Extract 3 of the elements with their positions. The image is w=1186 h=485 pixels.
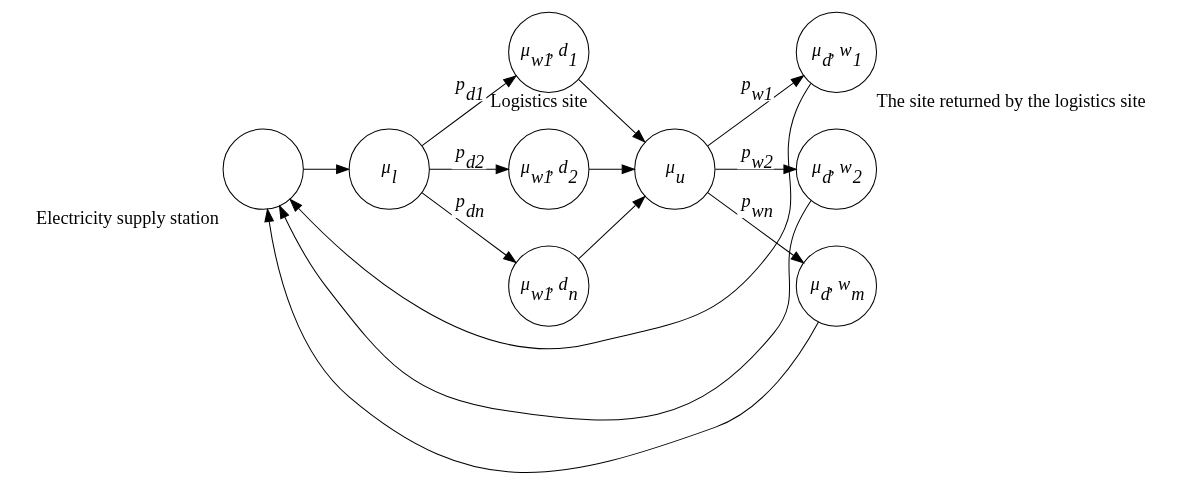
node-label: Electricity supply station: [36, 208, 219, 228]
node-label: The site returned by the logistics site: [876, 91, 1146, 112]
node-label: Logistics site: [490, 91, 588, 112]
